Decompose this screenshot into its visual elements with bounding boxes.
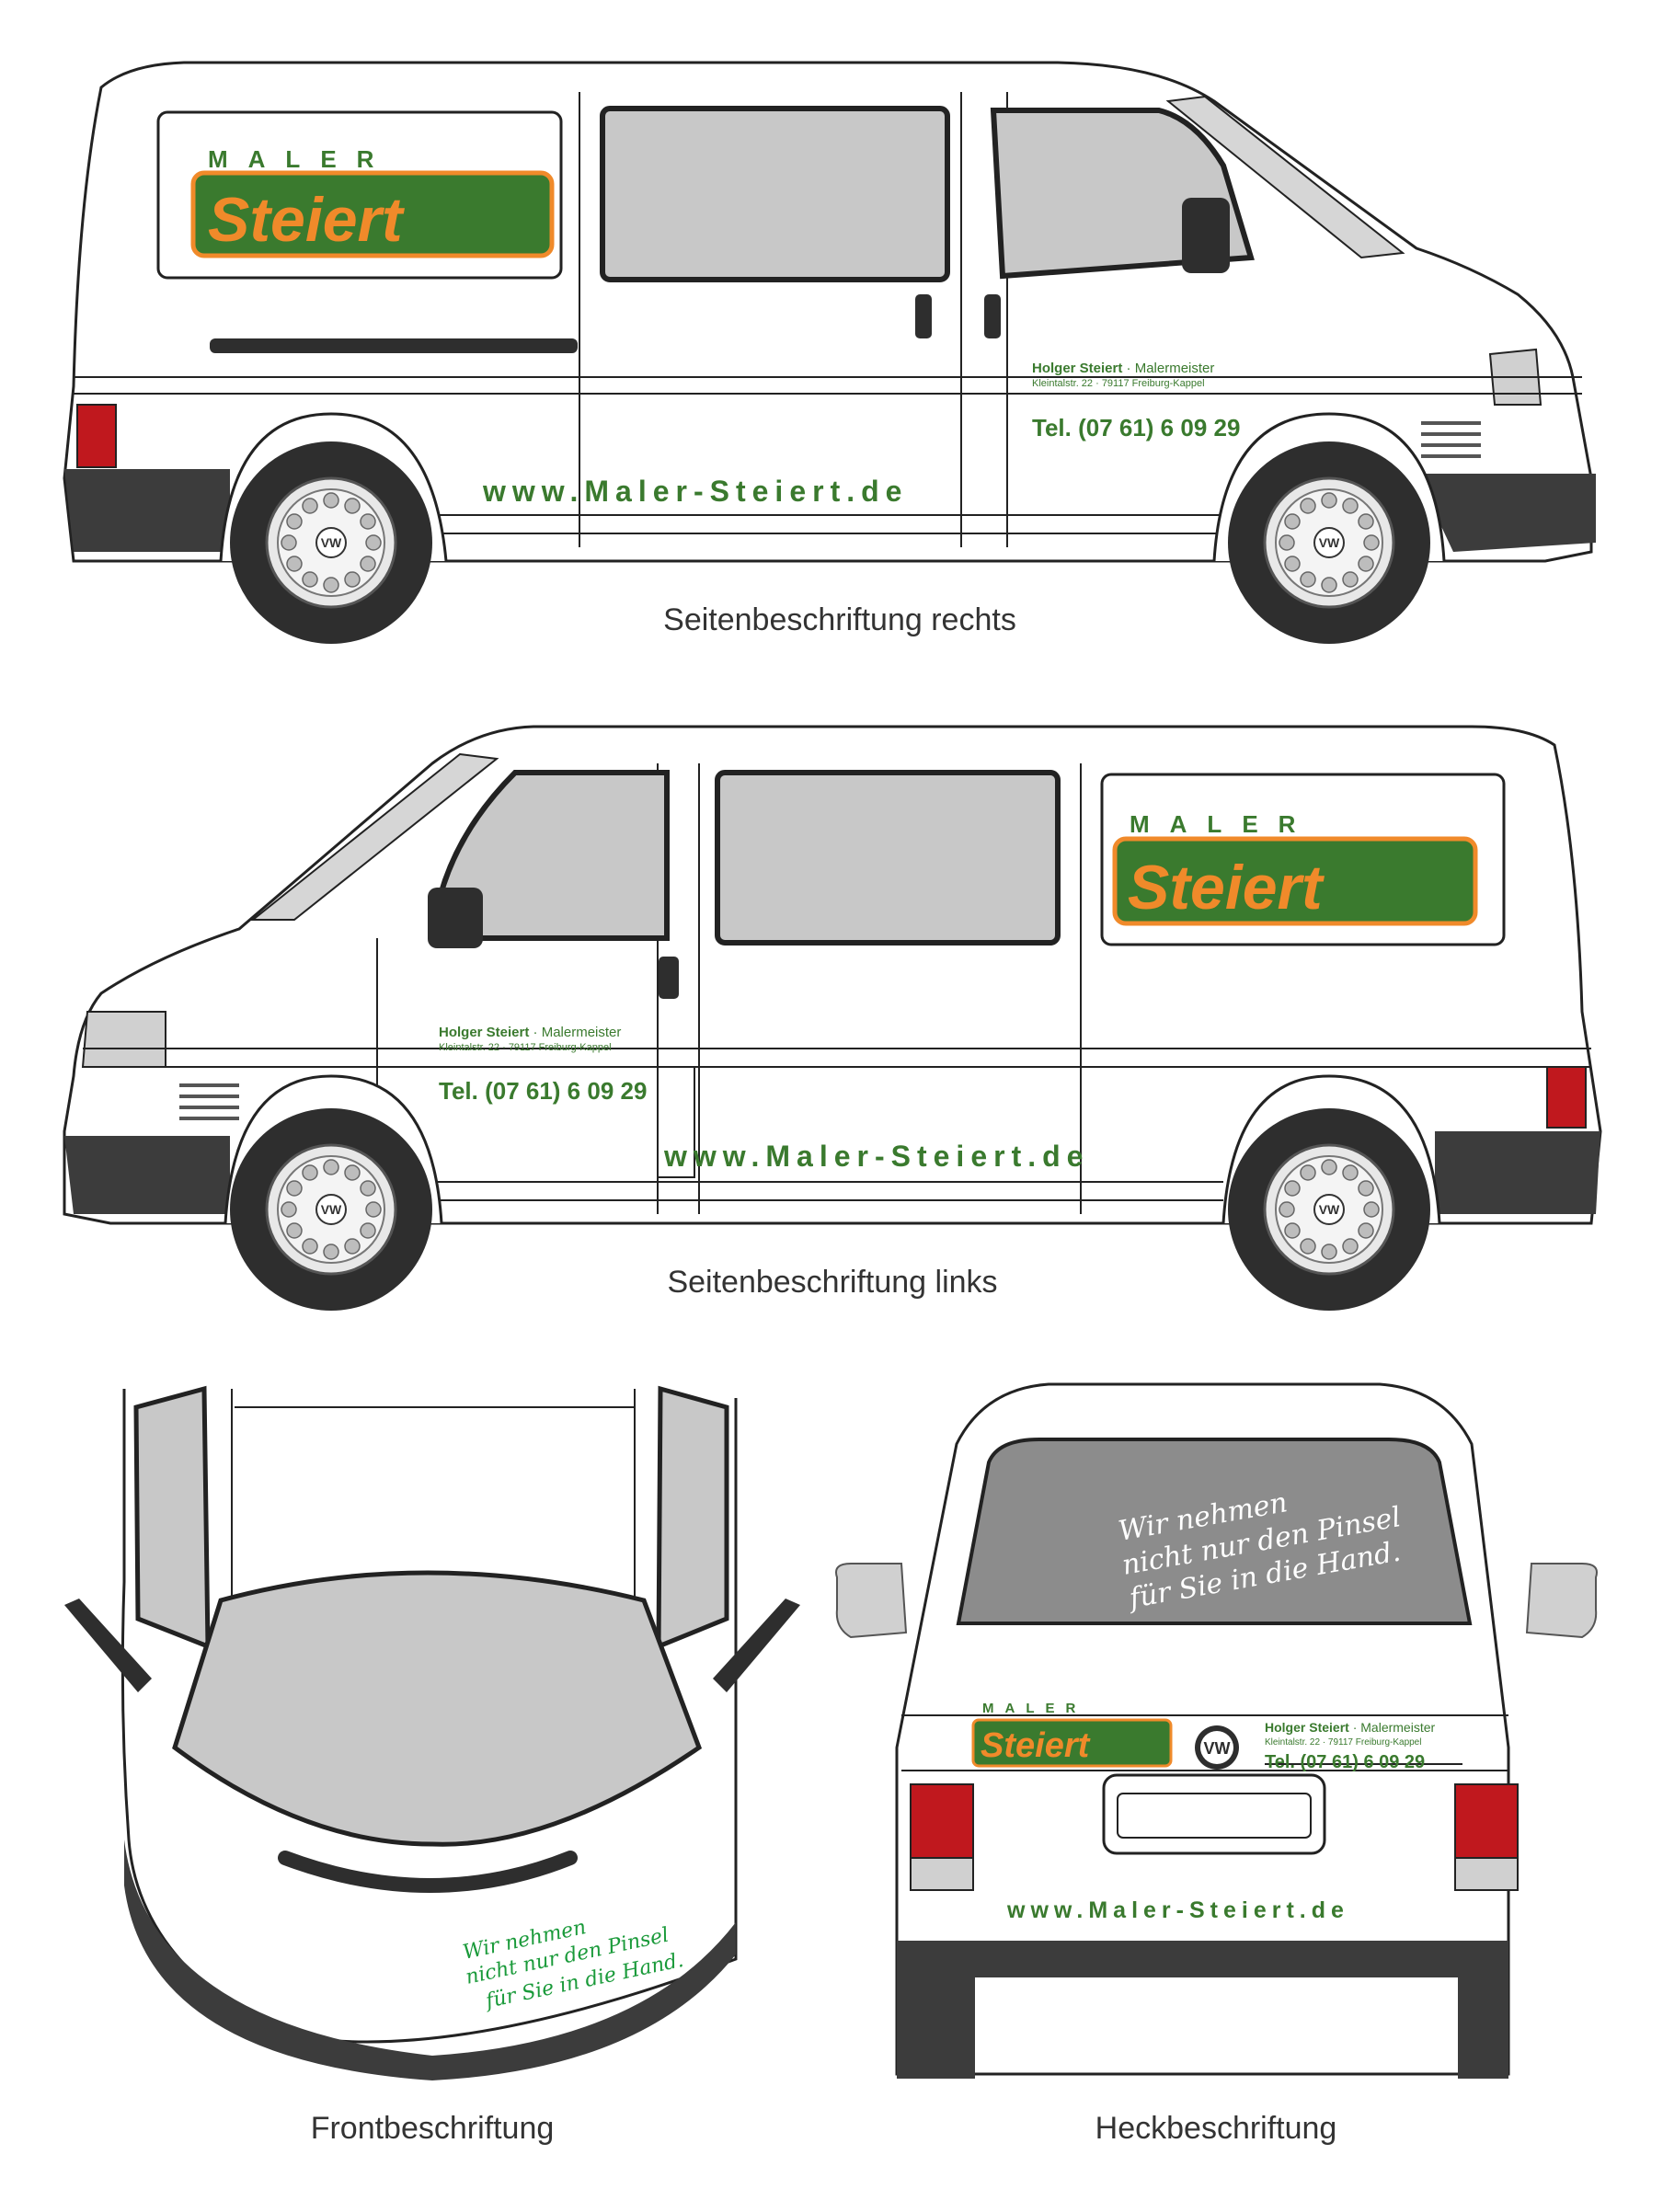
van-left-side: MALER Steiert Holger Steiert · Malermeis… [63,725,1602,1312]
side-mirror-icon [1525,1563,1598,1639]
side-mirror-icon [835,1563,908,1639]
caption-right: Seitenbeschriftung rechts [663,602,1016,637]
caption-left: Seitenbeschriftung links [667,1265,997,1300]
svg-text:VW: VW [1204,1739,1231,1758]
caption-front: Frontbeschriftung [311,2111,555,2146]
wheel-icon [228,440,434,646]
side-mirror-icon [428,888,483,948]
website: www.Maler-Steiert.de [663,1140,1089,1173]
wheel-icon [1226,1106,1432,1312]
address: Kleintalstr. 22 · 79117 Freiburg-Kappel [1265,1737,1421,1748]
logo-maler: MALER [208,145,394,173]
address: Kleintalstr. 22 · 79117 Freiburg-Kappel [1032,378,1205,389]
side-mirror-icon [1182,198,1230,273]
logo-steiert: Steiert [1128,853,1325,923]
owner-name: Holger Steiert · Malermeister [1032,361,1214,376]
logo-maler: MALER [982,1701,1086,1716]
van-front-view: Wir nehmen nicht nur den Pinsel für Sie … [64,1385,800,2146]
side-mirror-icon [713,1599,800,1692]
website: www.Maler-Steiert.de [1006,1897,1349,1923]
wheel-icon [228,1106,434,1312]
side-mirror-icon [64,1599,152,1692]
logo-maler: MALER [1130,810,1315,838]
phone: Tel. (07 61) 6 09 29 [1032,414,1240,441]
address: Kleintalstr. 22 · 79117 Freiburg-Kappel [439,1042,612,1053]
phone: Tel. (07 61) 6 09 29 [1265,1752,1425,1772]
van-rear-view: Wir nehmen nicht nur den Pinsel für Sie … [835,1382,1598,2146]
logo-steiert: Steiert [981,1726,1091,1765]
logo-steiert: Steiert [208,185,405,255]
van-right-side: MALER Steiert Holger Steiert · Malermeis… [63,61,1596,646]
phone: Tel. (07 61) 6 09 29 [439,1077,647,1105]
website: www.Maler-Steiert.de [482,475,908,508]
vw-logo-icon: VW [1195,1725,1239,1770]
owner-name: Holger Steiert · Malermeister [439,1025,621,1040]
owner-name: Holger Steiert · Malermeister [1265,1720,1435,1735]
wheel-icon [1226,440,1432,646]
caption-rear: Heckbeschriftung [1095,2111,1337,2146]
